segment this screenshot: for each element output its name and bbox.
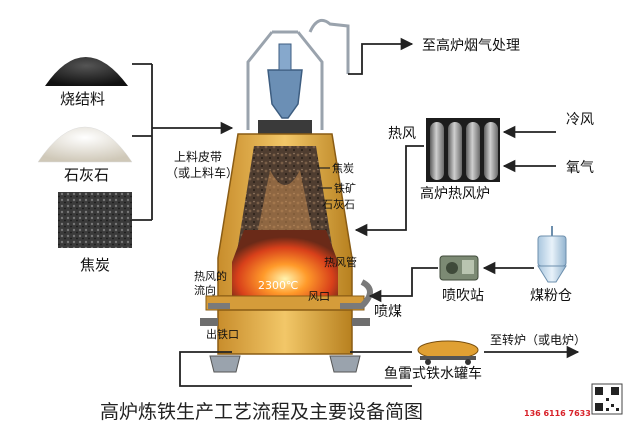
furnace-pointer-lines xyxy=(318,167,332,189)
tuyere-label: 风口 xyxy=(308,290,330,303)
to-converter-label: 至转炉（或电炉） xyxy=(490,332,586,347)
charging-bell xyxy=(258,43,312,134)
furnace-top-frame xyxy=(246,18,350,130)
coke-pile xyxy=(58,192,132,248)
hot-air-flow-label-1: 热风的 xyxy=(194,269,227,283)
phone-number: 136 6116 7633 xyxy=(524,409,591,418)
coal-bin-label: 煤粉仓 xyxy=(530,288,572,304)
diagram-title: 高炉炼铁生产工艺流程及主要设备简图 xyxy=(100,401,423,423)
hot-blast-stoves xyxy=(426,118,500,182)
furnace-ore-label: 铁矿 xyxy=(334,182,356,195)
injection-station-label: 喷吹站 xyxy=(442,288,484,304)
tapping-runners xyxy=(179,345,580,387)
torpedo-car-label: 鱼雷式铁水罐车 xyxy=(384,365,482,382)
stove-air-lines xyxy=(354,125,556,237)
feed-lines xyxy=(132,63,234,221)
flue-gas-label: 至高炉烟气处理 xyxy=(422,37,520,54)
coal-hopper-icon xyxy=(537,226,567,283)
coal-lines xyxy=(368,261,534,303)
tap-hole-vessels xyxy=(209,355,361,373)
belt-label-line1: 上料皮带 xyxy=(174,150,222,164)
oxygen-label: 氧气 xyxy=(566,160,594,176)
furnace-limestone-label: 石灰石 xyxy=(322,197,355,211)
blast-furnace-body xyxy=(200,133,370,355)
flue-gas-arrow xyxy=(348,37,414,75)
torpedo-car xyxy=(417,340,479,365)
limestone-label: 石灰石 xyxy=(64,166,109,184)
qr-code-icon xyxy=(591,383,623,415)
coke-label: 焦炭 xyxy=(80,256,110,274)
cold-air-label: 冷风 xyxy=(566,112,594,128)
limestone-pile xyxy=(37,126,133,163)
furnace-coke-label: 焦炭 xyxy=(332,162,354,175)
sinter-label: 烧结料 xyxy=(60,90,105,108)
tap-hole-label: 出铁口 xyxy=(206,327,239,341)
hot-air-label: 热风 xyxy=(388,126,416,142)
hot-air-pipe-label: 热风管 xyxy=(324,255,357,269)
temperature-label: 2300℃ xyxy=(258,279,298,292)
sinter-pile xyxy=(45,57,128,86)
coal-injection-label: 喷煤 xyxy=(374,304,402,320)
coal-injection-machine-icon xyxy=(439,255,479,281)
belt-label-line2: （或上料车） xyxy=(166,165,238,180)
hot-stove-label: 高炉热风炉 xyxy=(420,185,490,202)
hot-air-flow-label-2: 流向 xyxy=(194,283,216,297)
